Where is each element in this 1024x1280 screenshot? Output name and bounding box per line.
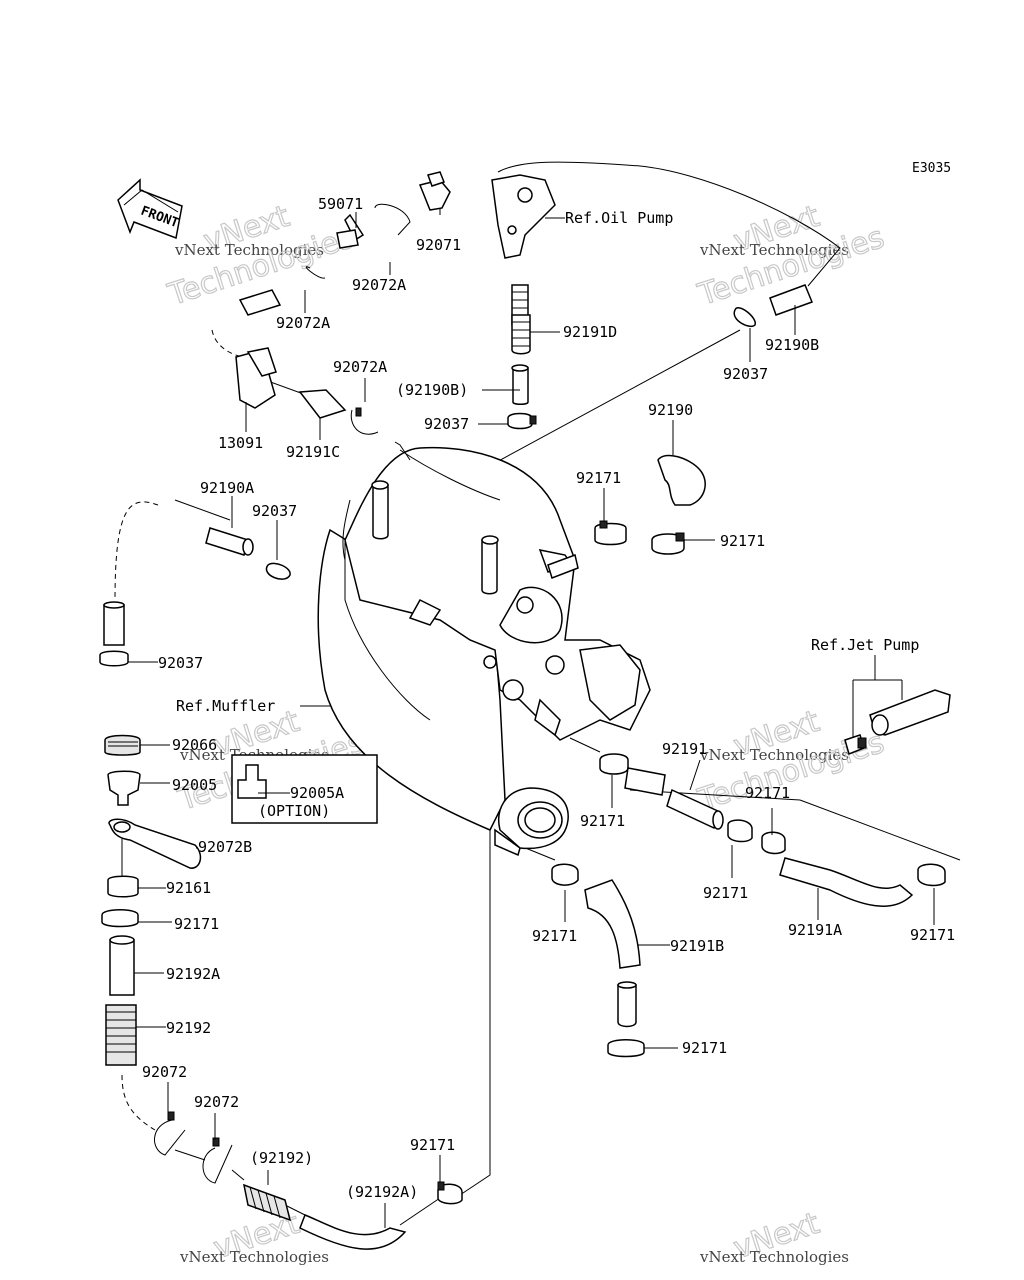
part-label: 92191 <box>662 740 707 758</box>
watermark-vnext-technologies: vNext Technologies <box>699 241 849 259</box>
part-label: 92072A <box>276 314 330 332</box>
watermark-vnext-technologies: vNext Technologies <box>699 1248 849 1266</box>
oil-pump-bracket <box>491 174 556 259</box>
option-label: (OPTION) <box>258 802 330 820</box>
part-label: 59071 <box>318 195 363 213</box>
right-lower-hoses <box>551 753 946 1058</box>
part-label: 92066 <box>172 736 217 754</box>
part-label: 92072 <box>194 1093 239 1111</box>
part-label: 92072B <box>198 838 252 856</box>
part-label: (92190B) <box>396 381 468 399</box>
part-label: 92005A <box>290 784 344 802</box>
ref-muffler-label: Ref.Muffler <box>176 697 275 715</box>
part-label: 92191B <box>670 937 724 955</box>
part-label: 92192 <box>166 1019 211 1037</box>
part-label: 92190 <box>648 401 693 419</box>
part-label: 92072A <box>333 358 387 376</box>
part-label: 92037 <box>158 654 203 672</box>
muffler-assembly <box>317 441 651 857</box>
part-label: 92071 <box>416 236 461 254</box>
left-lower-stack: (OPTION) <box>101 734 378 1066</box>
part-label: 92072A <box>352 276 406 294</box>
part-label: (92192) <box>250 1149 313 1167</box>
front-arrow-icon: FRONT <box>117 178 183 240</box>
part-label: 92192A <box>166 965 220 983</box>
part-label: 92171 <box>682 1039 727 1057</box>
watermark-vnext-technologies: vNext Technologies <box>174 241 324 259</box>
part-labels: 59071 92071 92072A 92072A 13091 92191C 9… <box>142 195 955 1201</box>
part-label: 92171 <box>720 532 765 550</box>
leader-lines <box>128 208 935 1228</box>
part-label: 92190A <box>200 479 254 497</box>
left-hoses <box>99 527 291 667</box>
oil-hoses <box>507 284 537 430</box>
part-label: 92171 <box>174 915 219 933</box>
right-upper-hoses <box>547 284 813 579</box>
upper-left-parts <box>235 171 451 435</box>
part-label: 92171 <box>410 1136 455 1154</box>
jet-pump-parts <box>844 655 951 756</box>
part-label: (92192A) <box>346 1183 418 1201</box>
part-label: 92072 <box>142 1063 187 1081</box>
part-label: 92190B <box>765 336 819 354</box>
part-label: 92171 <box>745 784 790 802</box>
part-label: 92171 <box>532 927 577 945</box>
part-label: 92191A <box>788 921 842 939</box>
part-label: 92191C <box>286 443 340 461</box>
watermark-vnext-technologies: vNext Technologies <box>699 746 849 764</box>
part-label: 92005 <box>172 776 217 794</box>
part-label: 13091 <box>218 434 263 452</box>
ref-oil-pump-label: Ref.Oil Pump <box>565 209 673 227</box>
part-label: 92171 <box>910 926 955 944</box>
part-label: 92171 <box>703 884 748 902</box>
bottom-parts <box>154 1111 463 1250</box>
ref-jet-pump-label: Ref.Jet Pump <box>811 636 919 654</box>
part-label: 92037 <box>252 502 297 520</box>
diagram-code: E3035 <box>912 161 951 176</box>
part-label: 92171 <box>580 812 625 830</box>
part-label: 92037 <box>723 365 768 383</box>
part-label: 92037 <box>424 415 469 433</box>
part-label: 92161 <box>166 879 211 897</box>
watermark-vnext-technologies: vNext Technologies <box>179 1248 329 1266</box>
part-label: 92171 <box>576 469 621 487</box>
part-label: 92191D <box>563 323 617 341</box>
